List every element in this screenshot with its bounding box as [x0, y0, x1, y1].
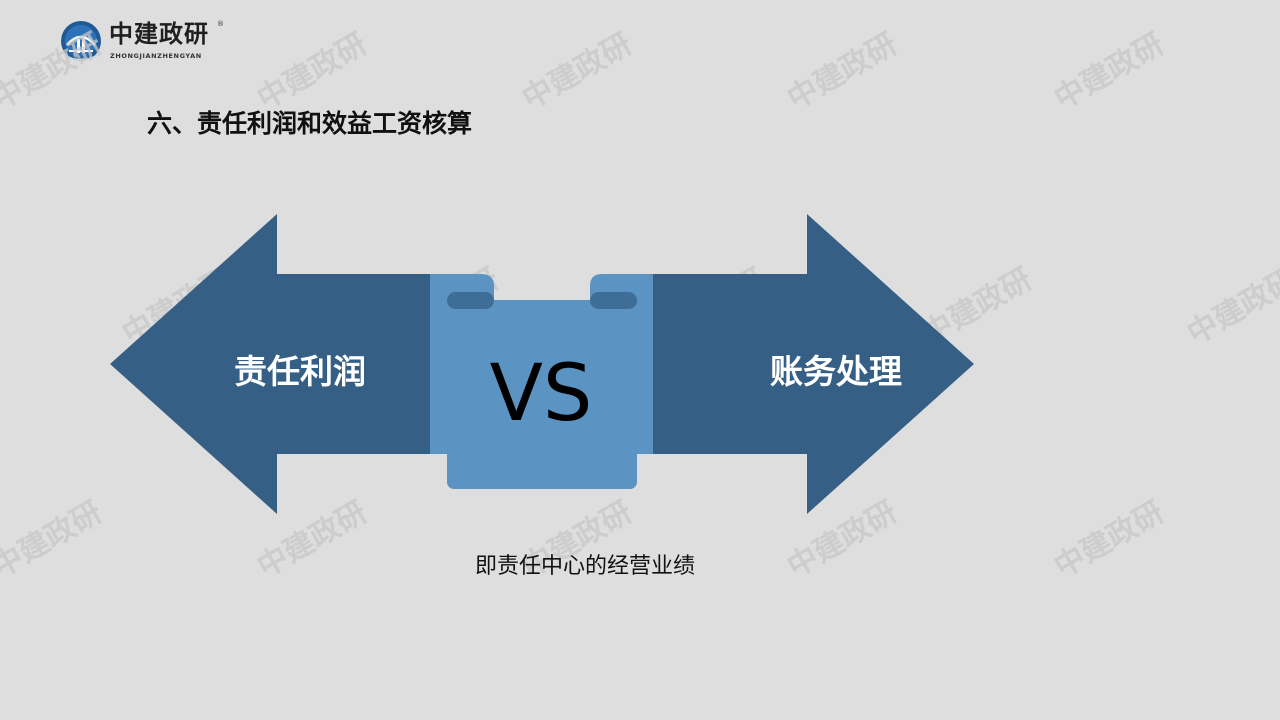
left-arrow: [110, 214, 435, 514]
brand-registered-mark: ®: [217, 20, 224, 28]
right-arrow: [648, 214, 974, 514]
right-arrow-label: 账务处理: [770, 352, 902, 391]
page-title: 六、责任利润和效益工资核算: [147, 109, 473, 138]
brand-subtitle: ZHONGJIANZHENGYAN: [110, 52, 202, 60]
vs-label: VS: [490, 349, 593, 439]
brand-name: 中建政研: [109, 20, 209, 48]
comparison-caption: 即责任中心的经营业绩: [474, 554, 695, 579]
brand-logo-icon: [61, 21, 101, 61]
vs-scroll-banner: [430, 274, 653, 489]
left-arrow-label: 责任利润: [234, 352, 366, 391]
